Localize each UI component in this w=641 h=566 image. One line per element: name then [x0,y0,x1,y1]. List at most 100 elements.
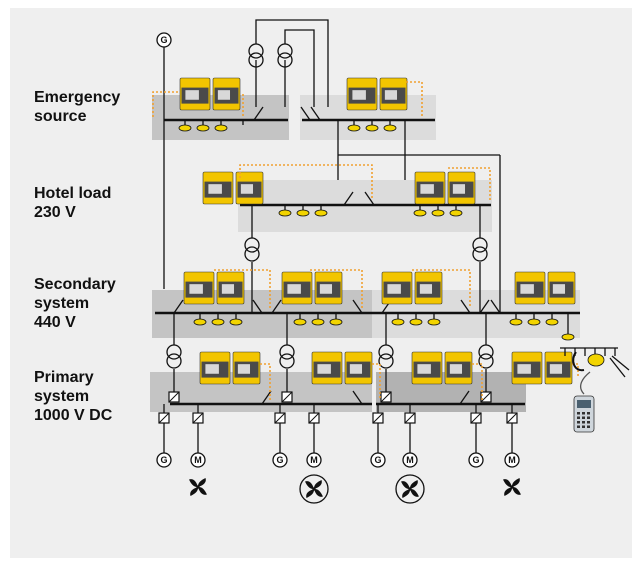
converter-icon [281,391,293,403]
converter-diagonal [372,412,384,424]
motor-letter: M [310,455,318,465]
insulation-monitor-icon [346,77,408,111]
insulation-monitor-icon [414,171,476,205]
current-sensor-icon [196,124,210,132]
clamp-probe-jaw [587,353,605,367]
fan-blade [409,480,418,489]
monitor-module-main [414,171,446,205]
monitor-module-main [183,271,215,305]
coil-upper [279,344,295,360]
device-display [417,364,431,374]
device-display [517,364,531,374]
coil-lower [279,353,295,369]
fan-blade [503,479,512,488]
label-hotel-load: Hotel load 230 V [34,184,111,222]
fan-hub [408,487,412,491]
fan-blade [306,489,315,498]
converter-icon [192,412,204,424]
breaker-switch [479,299,490,314]
tester-key [577,425,580,428]
current-sensor-icon [391,318,405,326]
generator-letter: G [472,455,479,465]
monitor-module-aux [232,351,261,385]
current-sensor-icon [214,124,228,132]
symbol-circle [370,452,386,468]
signal-line [472,363,483,400]
symbol-circle [402,452,418,468]
device-display [287,284,301,294]
signal-line [214,269,271,308]
converter-diagonal [158,412,170,424]
fan-blade [314,488,323,497]
label-secondary-line-1: Secondary [34,276,116,293]
monitor-module-main [199,351,231,385]
fan-blade [189,479,198,488]
transformer-icon [478,344,494,369]
current-sensor-icon [427,318,441,326]
tester-key [587,425,590,428]
tester-key [582,421,585,424]
tester-key [582,412,585,415]
tester-key [577,412,580,415]
probe-lead [609,357,626,378]
signal-line [310,269,363,308]
coil-lower [244,246,260,262]
insulation-monitor-icon [202,171,264,205]
breaker-switch [253,106,264,121]
current-sensor-icon [293,318,307,326]
fan-blade [313,480,322,489]
breaker-switch [460,299,471,314]
transformer-icon [472,237,488,262]
fan-blade [305,481,314,490]
generator-letter: G [160,35,167,45]
fan-blade [512,486,521,495]
device-display [387,284,401,294]
generator-icon: G [468,452,484,468]
breaker-switch [252,299,263,314]
monitor-module-main [511,351,543,385]
transformer-tie-left [255,19,329,107]
signal-line [152,91,180,117]
symbol-circle [190,452,206,468]
converter-diagonal [506,412,518,424]
fan-icon [503,478,521,496]
converter-diagonal [380,391,392,403]
fan-icon [395,474,425,504]
generator-icon: G [156,32,172,48]
insulation-monitor-icon [514,271,576,305]
tester-cable [579,371,591,395]
monitor-module-aux [216,271,245,305]
breaker-switch [490,299,501,314]
coil-upper [166,344,182,360]
breaker-switch [261,390,272,405]
device-display [352,90,366,100]
monitor-module-main [202,171,234,205]
current-sensor-icon [311,318,325,326]
converter-icon [274,412,286,424]
converter-icon [470,412,482,424]
coil-upper [244,237,260,253]
current-sensor-icon [509,318,523,326]
breaker-switch [173,299,184,314]
generator-icon: G [156,452,172,468]
transformer-icon [244,237,260,262]
device-display [384,90,398,100]
device-display [319,284,333,294]
coil-lower [478,353,494,369]
fan-hub [196,485,200,489]
fan-housing [299,474,329,504]
coil-lower [472,246,488,262]
device-display [349,364,363,374]
monitor-module-main [381,271,413,305]
current-sensor-icon [431,209,445,217]
clamp-probe-icon [572,351,585,372]
signal-line [260,363,271,400]
generator-icon: G [272,452,288,468]
current-sensor-icon [545,318,559,326]
insulation-monitor-icon [411,351,473,385]
monitor-module-main [346,77,378,111]
device-display [217,90,231,100]
converter-diagonal [404,412,416,424]
